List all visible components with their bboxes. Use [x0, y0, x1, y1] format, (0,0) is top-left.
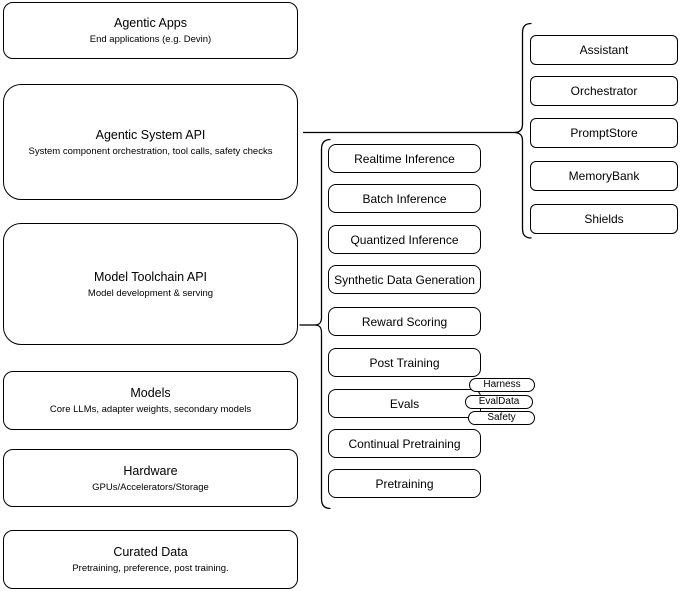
node-model-toolchain-api: Model Toolchain API Model development & …	[3, 223, 298, 345]
node-realtime-inference: Realtime Inference	[328, 144, 481, 173]
node-title: Agentic System API	[95, 127, 206, 142]
node-shields: Shields	[530, 204, 678, 234]
node-assistant: Assistant	[530, 35, 678, 65]
node-agentic-apps: Agentic Apps End applications (e.g. Devi…	[3, 2, 298, 59]
node-subtitle: Core LLMs, adapter weights, secondary mo…	[49, 404, 252, 415]
node-promptstore: PromptStore	[530, 118, 678, 148]
node-agentic-system-api: Agentic System API System component orch…	[3, 84, 298, 200]
node-title: Agentic Apps	[114, 16, 187, 30]
node-title: Model Toolchain API	[93, 269, 208, 284]
node-post-training: Post Training	[328, 348, 481, 377]
node-title: Hardware	[123, 463, 178, 478]
node-reward-scoring: Reward Scoring	[328, 307, 481, 336]
node-curated-data: Curated Data Pretraining, preference, po…	[3, 530, 298, 589]
node-pretraining: Pretraining	[328, 469, 481, 498]
brace-toolchain-column	[314, 138, 331, 510]
node-models: Models Core LLMs, adapter weights, secon…	[3, 371, 298, 430]
node-orchestrator: Orchestrator	[530, 76, 678, 106]
node-evals: Evals	[328, 389, 481, 418]
node-continual-pretraining: Continual Pretraining	[328, 429, 481, 458]
node-batch-inference: Batch Inference	[328, 184, 481, 213]
node-quantized-inference: Quantized Inference	[328, 225, 481, 254]
node-subtitle: Model development & serving	[87, 287, 214, 299]
node-subtitle: Pretraining, preference, post training.	[72, 563, 229, 574]
tag-evaldata: EvalData	[465, 395, 533, 409]
node-title: Curated Data	[113, 545, 188, 559]
node-memorybank: MemoryBank	[530, 161, 678, 191]
node-subtitle: System component orchestration, tool cal…	[28, 145, 273, 157]
node-title: Models	[130, 386, 171, 400]
brace-system-column	[513, 22, 532, 239]
node-subtitle: End applications (e.g. Devin)	[89, 34, 212, 45]
tag-safety: Safety	[468, 411, 535, 425]
node-subtitle: GPUs/Accelerators/Storage	[92, 481, 209, 493]
tag-harness: Harness	[469, 378, 535, 392]
node-hardware: Hardware GPUs/Accelerators/Storage	[3, 449, 298, 507]
node-synthetic-data-generation: Synthetic Data Generation	[328, 265, 481, 294]
